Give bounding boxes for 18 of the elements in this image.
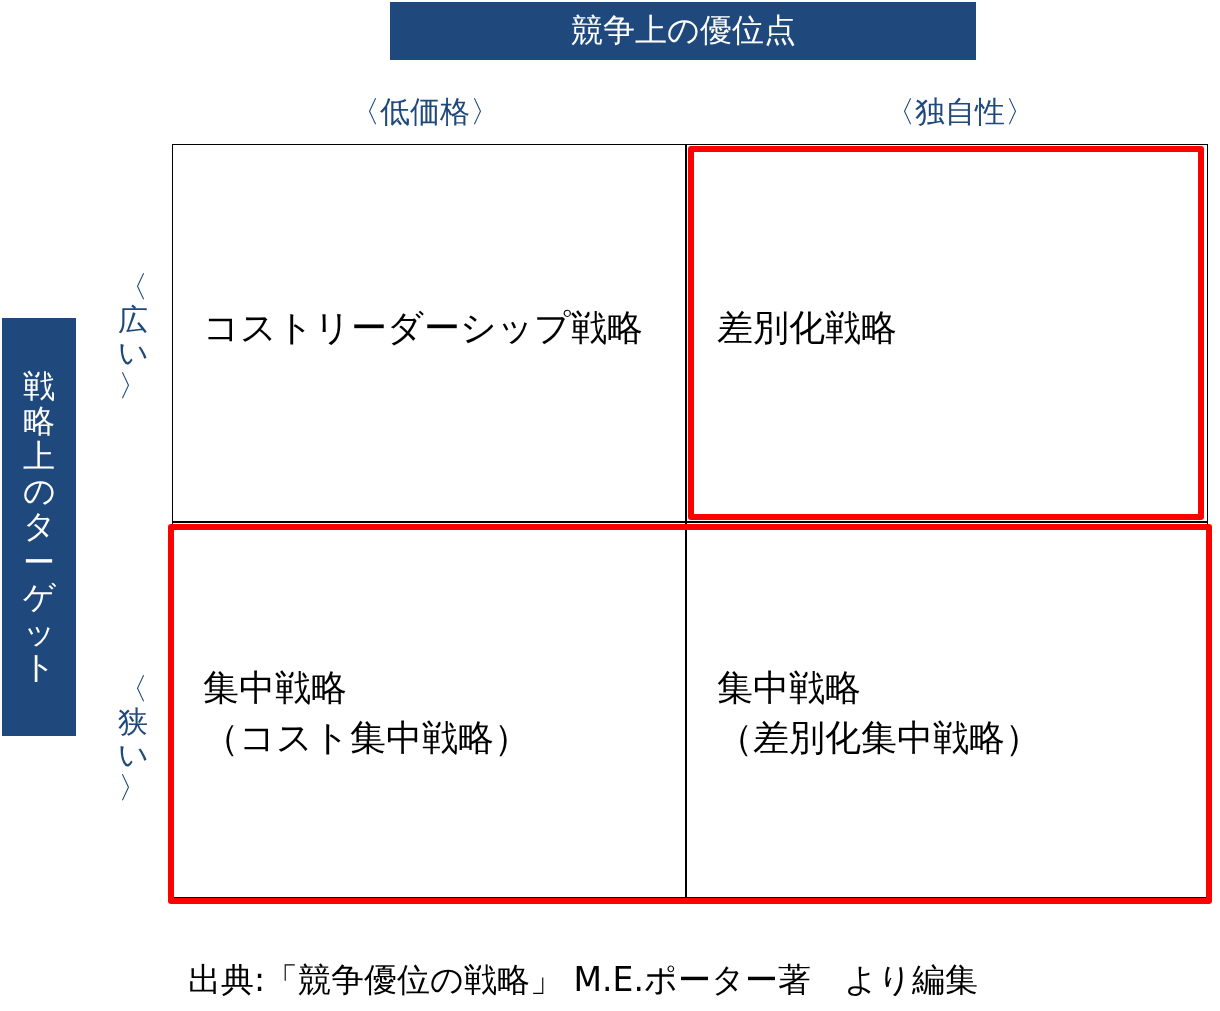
strategy-label: 集中戦略 [203,666,348,710]
axis-label: 〈低価格〉 [350,93,500,131]
quadrant-cell [172,522,686,898]
strategy-label: 集中戦略 [717,666,862,710]
axis-label: 〈狭い〉 [118,672,148,804]
strategy-label: （差別化集中戦略） [717,716,1042,761]
axis-label: 〈広い〉 [118,270,148,402]
axis-title: 戦略上のターゲット [23,368,55,686]
strategy-label: コストリーダーシップ戦略 [203,305,644,350]
quadrant-cell [686,522,1208,898]
strategy-label: （コスト集中戦略） [203,716,531,761]
axis-title-band [390,2,976,60]
source-caption: 出典:「競争優位の戦略」 M.E.ポーター著 より編集 [188,959,978,1001]
axis-label: 〈独自性〉 [885,93,1035,131]
strategy-label: 差別化戦略 [717,305,898,350]
axis-title: 競争上の優位点 [570,10,796,51]
axis-title-band [2,318,76,736]
quadrant-cell [172,144,686,522]
